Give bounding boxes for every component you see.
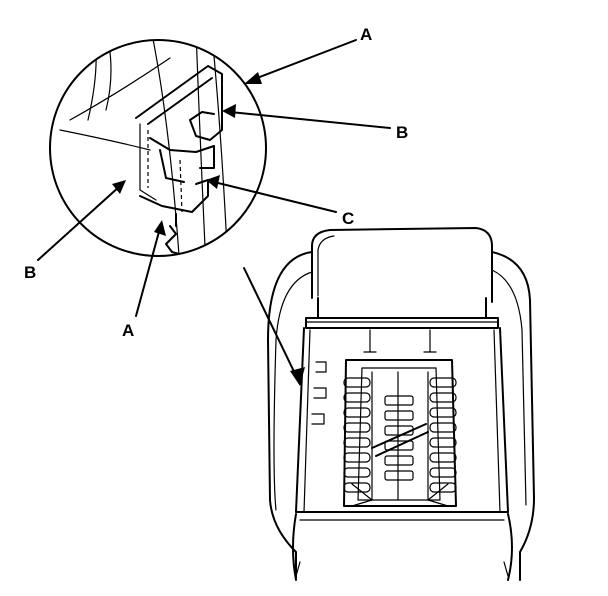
mat-slat-left [343,467,371,478]
mat-slat-center [384,455,414,466]
mat-slat-right [429,482,457,493]
mat-slat-center [384,425,414,436]
wire-clip-lower [139,179,209,213]
mat-slat-left [343,407,371,418]
mat-slat-left [343,452,371,463]
callout-label-b-right: B [396,123,408,142]
callout-c-right: C [206,175,354,228]
callout-b-left: B [24,180,126,282]
callout-label-a-bottom: A [122,321,134,340]
seat-back-frame [267,227,535,581]
arrowhead [244,72,262,84]
mat-slat-center [384,410,414,421]
seatback-outer-shell [267,251,313,579]
mat-slat-left [343,482,371,493]
mat-slat-left [343,422,371,433]
seat-suspension-mat [343,329,457,507]
mat-slat-right [429,422,457,433]
callout-a-top: A [244,25,372,84]
mat-slat-left [343,437,371,448]
callout-label-a-top: A [360,25,372,44]
callout-a-bottom: A [122,220,166,340]
arrowhead [112,180,126,194]
arrowhead [206,175,220,189]
mat-slat-right [429,392,457,403]
callout-b-right: B [222,104,408,142]
arrowhead [222,104,236,118]
arrowhead [154,220,166,236]
mat-slat-right [429,452,457,463]
mat-slat-left [343,377,371,388]
mat-slat-center [384,395,414,406]
magnified-detail-circle [49,39,267,257]
side-clip-group [311,361,327,425]
headrest [311,227,493,303]
callout-label-c-right: C [342,209,354,228]
zoom-leader-line [243,267,301,385]
wire-clip-upper [135,65,223,141]
seatback-inner-frame [305,317,499,329]
mat-slat-right [429,377,457,388]
mat-slat-right [429,407,457,418]
wire-clip-middle [149,137,215,169]
mat-slat-right [429,437,457,448]
mat-slat-right [429,467,457,478]
callout-label-b-left: B [24,263,36,282]
mat-slat-center [384,470,414,481]
mat-slat-left [343,392,371,403]
zoom-leader-arrowhead [290,367,305,386]
mat-slat-center [384,440,414,451]
